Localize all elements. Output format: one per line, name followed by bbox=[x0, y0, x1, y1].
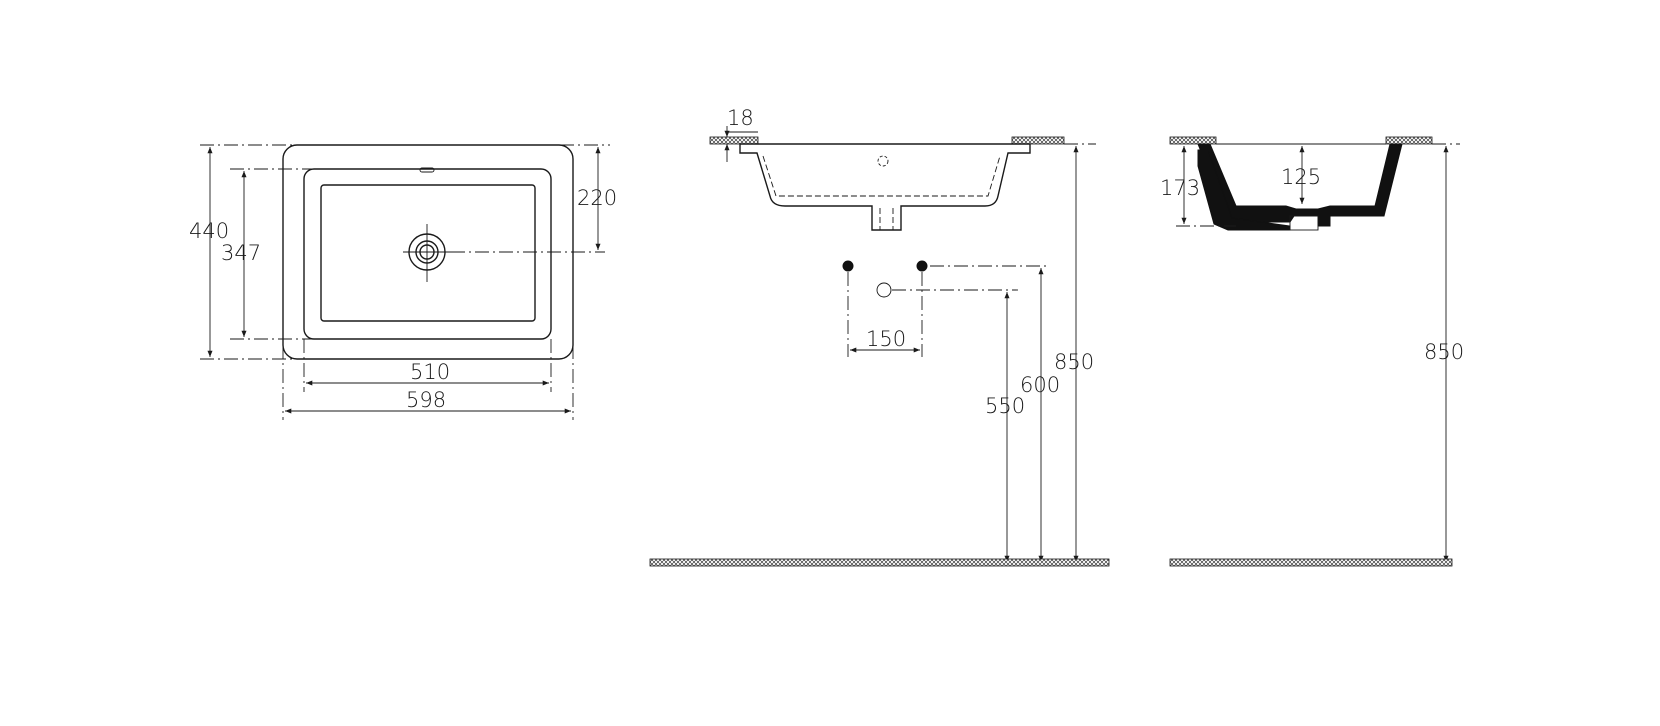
overflow-slot bbox=[419, 167, 435, 173]
overflow-hole-icon bbox=[877, 155, 889, 167]
countertop-side-left bbox=[1169, 136, 1217, 145]
top-view: 440 347 220 510 598 bbox=[189, 144, 617, 420]
front-view: 18 150 550 600 850 bbox=[649, 106, 1110, 567]
dim-label-440: 440 bbox=[189, 219, 229, 243]
countertop-side-right bbox=[1385, 136, 1433, 145]
drain-icon bbox=[403, 224, 451, 282]
dim-label-550: 550 bbox=[985, 394, 1025, 418]
tap-point-right bbox=[916, 260, 928, 272]
basin-bowl-outline bbox=[320, 184, 536, 322]
basin-side-section bbox=[1197, 143, 1403, 227]
basin-front-inner bbox=[762, 155, 1001, 197]
dim-label-510: 510 bbox=[410, 360, 450, 384]
tap-point-left bbox=[842, 260, 854, 272]
side-view: 173 125 850 bbox=[1160, 136, 1464, 567]
basin-rim-inner-outline bbox=[303, 168, 552, 340]
dim-label-125: 125 bbox=[1281, 165, 1321, 189]
dim-label-850-front: 850 bbox=[1054, 350, 1094, 374]
dim-label-600: 600 bbox=[1020, 373, 1060, 397]
countertop-left bbox=[709, 136, 759, 145]
dim-label-18: 18 bbox=[727, 106, 754, 130]
dim-label-598-text: 598 bbox=[406, 388, 446, 412]
floor-side bbox=[1169, 558, 1453, 567]
basin-front-profile bbox=[739, 143, 1031, 231]
countertop-right bbox=[1011, 136, 1065, 145]
waste-outlet-icon bbox=[876, 282, 892, 298]
floor-front bbox=[649, 558, 1110, 567]
dim-label-850-side: 850 bbox=[1424, 340, 1464, 364]
dim-label-173: 173 bbox=[1160, 176, 1200, 200]
dim-label-150: 150 bbox=[866, 327, 906, 351]
dim-label-220: 220 bbox=[577, 186, 617, 210]
dim-label-347: 347 bbox=[221, 241, 261, 265]
